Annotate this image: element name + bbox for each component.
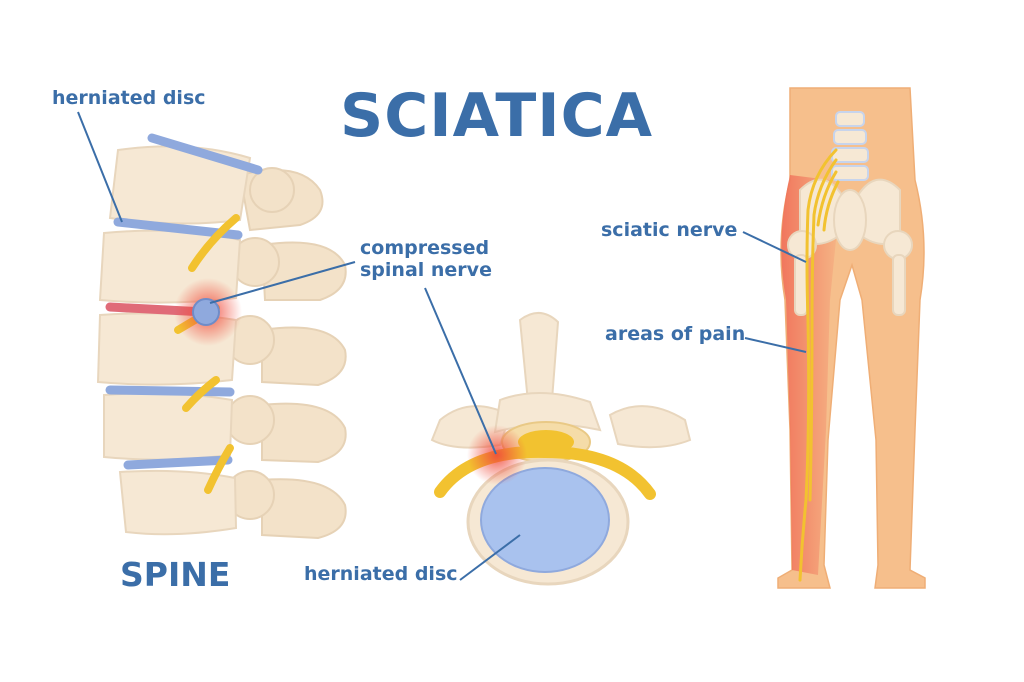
vertebrae bbox=[96, 145, 252, 536]
label-compressed-line1: compressed bbox=[360, 237, 490, 259]
spine-heading: SPINE bbox=[120, 555, 231, 594]
vertebra-cross-section bbox=[430, 312, 692, 586]
label-compressed-spinal-nerve: compressed spinal nerve bbox=[360, 237, 492, 282]
leader-lines bbox=[77, 111, 807, 581]
label-herniated-disc-bottom: herniated disc bbox=[304, 563, 458, 585]
label-herniated-disc-top: herniated disc bbox=[52, 87, 206, 109]
compressed-nerve-point bbox=[192, 298, 220, 326]
label-compressed-line2: spinal nerve bbox=[360, 258, 492, 281]
spine-illustration bbox=[96, 133, 347, 540]
label-sciatic-nerve: sciatic nerve bbox=[601, 219, 738, 241]
lower-body-illustration bbox=[777, 87, 926, 589]
sciatic-nerve-path bbox=[798, 148, 840, 582]
page-title: SCIATICA bbox=[340, 81, 654, 151]
herniated-disc-cross bbox=[480, 467, 610, 573]
label-areas-of-pain: areas of pain bbox=[605, 323, 746, 345]
